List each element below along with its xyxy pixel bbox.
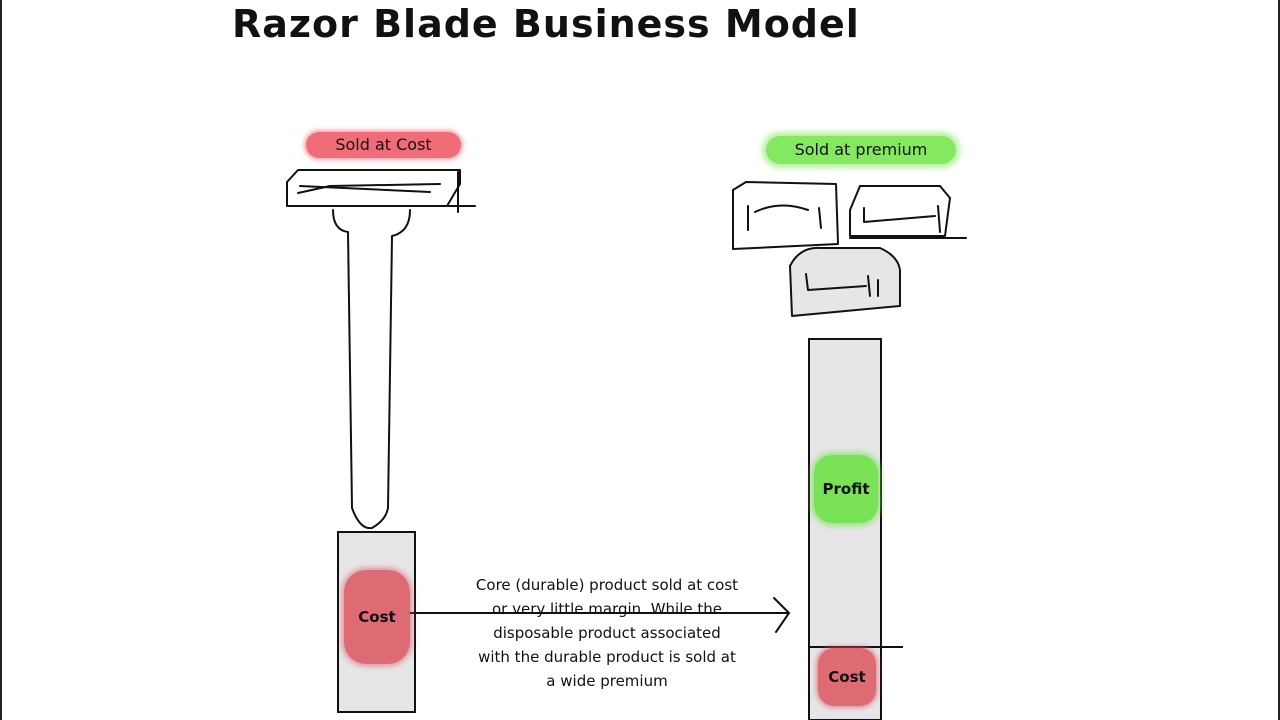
razor-handle-drawing <box>332 209 411 530</box>
explanation-text: Core (durable) product sold at cost or v… <box>475 576 739 690</box>
razor-head-drawing <box>286 169 476 213</box>
right-frame-edge <box>1278 0 1280 720</box>
blade-pack-drawing <box>732 181 967 317</box>
blade-profit-marker: Profit <box>814 455 878 523</box>
sold-at-premium-label: Sold at premium <box>766 136 956 164</box>
left-frame-edge <box>0 0 2 720</box>
comparison-arrow <box>409 597 791 633</box>
razor-cost-label: Cost <box>358 608 396 626</box>
sold-at-cost-label: Sold at Cost <box>306 132 461 158</box>
blade-profit-label: Profit <box>822 480 870 498</box>
blade-cost-label: Cost <box>828 668 866 686</box>
razor-cost-marker: Cost <box>344 570 410 664</box>
page-title: Razor Blade Business Model <box>232 2 860 46</box>
blade-cost-marker: Cost <box>818 648 876 706</box>
